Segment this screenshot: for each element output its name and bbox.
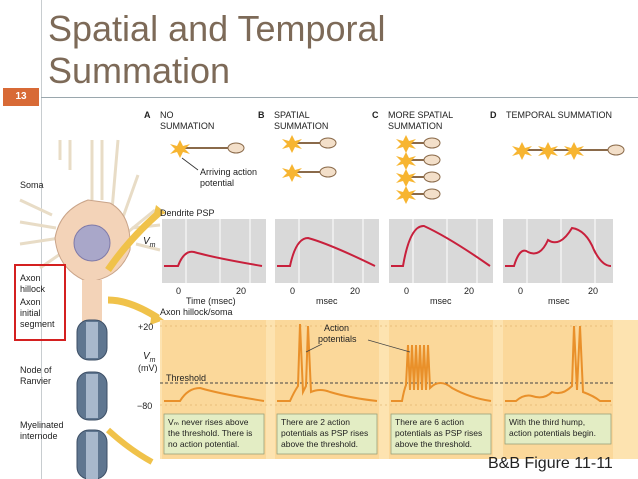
axon-hillock-soma-label: Axon hillock/soma: [160, 307, 233, 317]
slide-title-line-1: Spatial and Temporal: [48, 8, 386, 49]
myelinated-label-1: Myelinated: [20, 420, 64, 430]
note-c-line-1: There are 6 action: [395, 417, 464, 427]
panel-d-title-1: TEMPORAL SUMMATION: [506, 110, 612, 120]
note-c-line-3: above the threshold.: [395, 439, 472, 449]
note-box-b: [276, 413, 378, 455]
note-box-a: [163, 413, 265, 455]
arriving-label-1: Arriving action: [200, 167, 257, 177]
note-b-line-1: There are 2 action: [281, 417, 350, 427]
panel-b-title-2: SUMMATION: [274, 121, 328, 131]
panel-a-title-2: SUMMATION: [160, 121, 214, 131]
panel-c-letter: C: [372, 110, 379, 120]
axon-initial-label-3: segment: [20, 319, 55, 329]
soma-label: Soma: [20, 180, 44, 190]
time-a-axis: Time (msec): [186, 296, 236, 306]
title-rule: [41, 97, 638, 98]
note-b-line-2: potentials as PSP rises: [281, 428, 368, 438]
note-a-line-1: Vₘ never rises above: [168, 417, 249, 427]
node-ranvier-label-2: Ranvier: [20, 376, 51, 386]
hillock-vm-label: Vm: [143, 351, 156, 364]
hillock-trace-d: [505, 325, 611, 402]
y-plus20-label: +20: [138, 322, 153, 332]
panel-a-title-1: NO: [160, 110, 174, 120]
psp-trace-c: [391, 225, 491, 267]
y-minus80-label: −80: [137, 401, 152, 411]
psp-trace-d: [505, 226, 612, 267]
panel-c-title-1: MORE SPATIAL: [388, 110, 453, 120]
time-a-20: 20: [236, 286, 246, 296]
time-a-0: 0: [176, 286, 181, 296]
dendrite-psp-panels: [162, 219, 613, 283]
psp-trace-a: [164, 250, 263, 267]
panel-d-letter: D: [490, 110, 497, 120]
slide-title: Spatial and Temporal Summation: [48, 8, 386, 92]
note-d-line-1: With the third hump,: [509, 417, 585, 427]
panel-b-title-1: SPATIAL: [274, 110, 310, 120]
neuron-illustration: [14, 139, 166, 479]
psp-panel-d-bg: [503, 219, 613, 283]
note-c-line-2: potentials as PSP rises: [395, 428, 482, 438]
panel-headings: A NO SUMMATION B SPATIAL SUMMATION C MOR…: [144, 110, 612, 131]
note-box-d: [504, 413, 612, 445]
hillock-trace-b: [277, 323, 378, 402]
axon-hillock-highlight-box: [14, 264, 66, 341]
note-box-c: [390, 413, 492, 455]
time-b-0: 0: [290, 286, 295, 296]
time-d-axis: msec: [548, 296, 570, 306]
note-d-line-2: action potentials begin.: [509, 428, 596, 438]
threshold-label: Threshold: [166, 373, 206, 383]
slide-number-badge: 13: [3, 88, 39, 106]
axon-initial-label-2: initial: [20, 308, 41, 318]
action-potentials-label-1: Action: [324, 323, 349, 333]
action-potential-bursts: [170, 135, 584, 204]
panel-c-title-2: SUMMATION: [388, 121, 442, 131]
note-a-line-2: the threshold. There is: [168, 428, 252, 438]
psp-panel-a-bg: [162, 219, 266, 283]
arriving-label-2: potential: [200, 178, 234, 188]
time-b-axis: msec: [316, 296, 338, 306]
figure-caption: B&B Figure 11-11: [488, 455, 613, 472]
note-a-line-3: no action potential.: [168, 439, 239, 449]
axon-hillock-label-2: hillock: [20, 284, 46, 294]
dendrite-psp-label: Dendrite PSP: [160, 208, 215, 218]
psp-panel-b-bg: [275, 219, 379, 283]
action-potentials-label-2: potentials: [318, 334, 357, 344]
panel-a-letter: A: [144, 110, 151, 120]
arriving-pointer: [181, 157, 199, 171]
psp-vm-label: Vm: [143, 236, 156, 249]
note-boxes: [163, 413, 612, 455]
panel-b-letter: B: [258, 110, 265, 120]
time-d-20: 20: [588, 286, 598, 296]
time-c-0: 0: [404, 286, 409, 296]
time-d-0: 0: [518, 286, 523, 296]
note-b-line-3: above the threshold.: [281, 439, 358, 449]
time-b-20: 20: [350, 286, 360, 296]
slide-title-line-2: Summation: [48, 50, 231, 91]
axon-initial-label-1: Axon: [20, 297, 41, 307]
axon-hillock-label-1: Axon: [20, 273, 41, 283]
hillock-vm-unit: (mV): [138, 363, 158, 373]
hillock-trace-a: [164, 386, 265, 402]
psp-trace-b: [277, 236, 376, 267]
stimuli-row: [180, 137, 625, 200]
hillock-trace-c: [391, 344, 492, 402]
node-ranvier-label-1: Node of: [20, 365, 52, 375]
time-c-20: 20: [464, 286, 474, 296]
time-c-axis: msec: [430, 296, 452, 306]
myelinated-label-2: internode: [20, 431, 58, 441]
